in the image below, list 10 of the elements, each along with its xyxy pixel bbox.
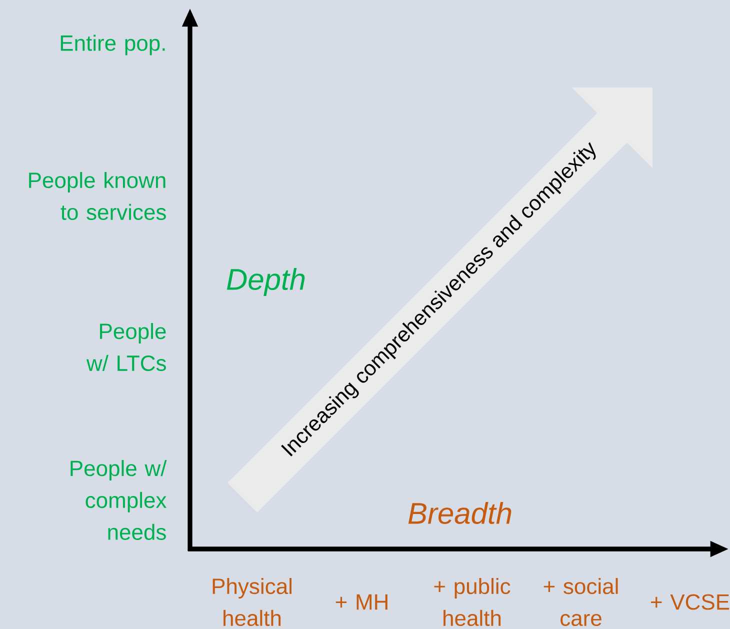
axis-label: Entire pop. <box>60 34 165 56</box>
axis-label: People w/ LTCs <box>86 322 166 372</box>
axis-label: + public health <box>434 578 510 626</box>
axis-label: + MH <box>336 594 388 610</box>
axis-label: People w/ complex needs <box>70 460 167 540</box>
axis-label: People known to services <box>29 172 166 220</box>
axis-title: Depth <box>226 268 305 296</box>
axis-label: + social care <box>544 578 618 626</box>
axis-label: + VCSE <box>651 594 730 610</box>
axis-label: Physical health <box>212 578 292 626</box>
